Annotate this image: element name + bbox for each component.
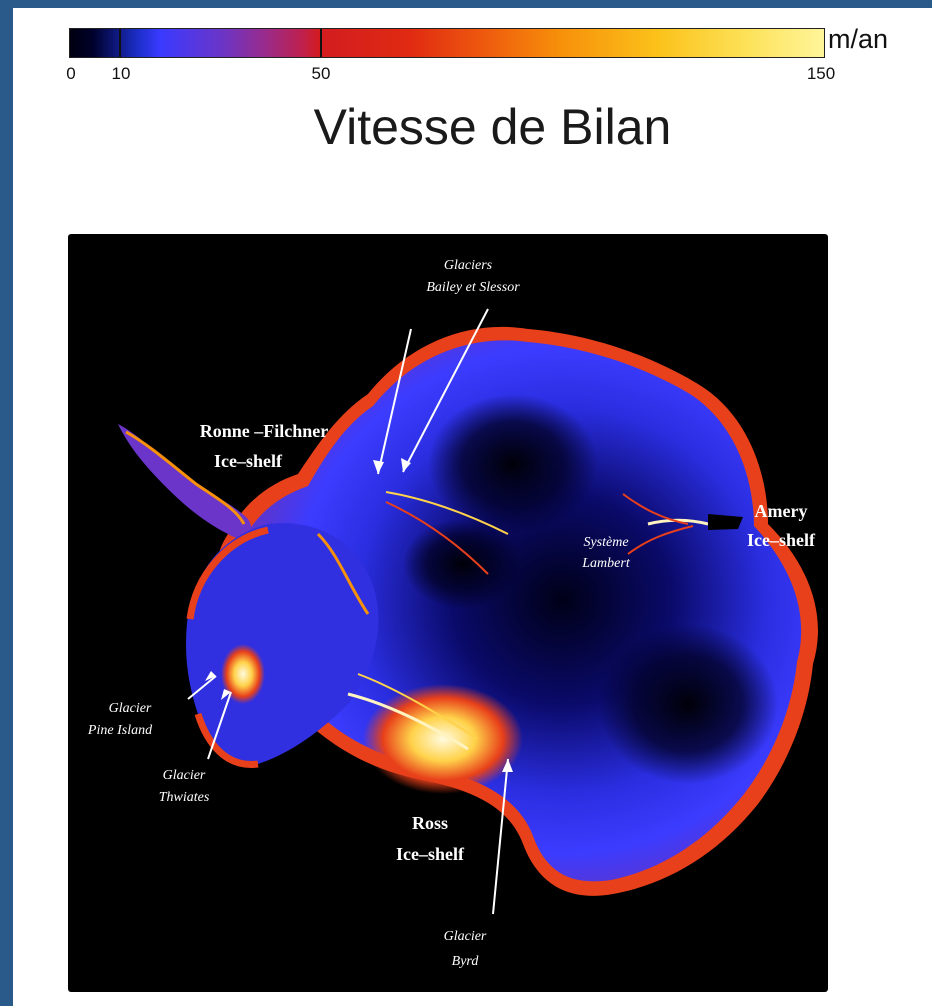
slide: 0 10 50 150 m/an Vitesse de Bilan xyxy=(13,8,932,1006)
antarctica-map-graphic: Glaciers Bailey et Slessor Ronne –Filchn… xyxy=(87,258,818,969)
label-byrd-1: Glacier xyxy=(444,929,487,944)
ross-glow xyxy=(363,684,523,794)
label-thwaites-2: Thwiates xyxy=(159,790,210,805)
colorbar-label-150: 150 xyxy=(806,64,836,83)
label-amery-1: Amery xyxy=(755,501,808,521)
peninsula xyxy=(118,424,252,539)
arrow-heads xyxy=(205,458,513,772)
map-title: Vitesse de Bilan xyxy=(313,99,672,155)
label-pine-1: Glacier xyxy=(109,701,152,716)
label-ross-1: Ross xyxy=(412,813,448,833)
colorbar-label-50: 50 xyxy=(311,64,331,83)
colorbar-tick-50 xyxy=(320,29,322,57)
colorbar-label-0: 0 xyxy=(66,64,76,83)
antarctica-map: Glaciers Bailey et Slessor Ronne –Filchn… xyxy=(68,234,828,992)
annotation-arrows xyxy=(187,308,509,915)
label-bailey-1: Glaciers xyxy=(444,258,493,273)
label-amery-2: Ice–shelf xyxy=(747,530,816,550)
label-pine-2: Pine Island xyxy=(87,723,153,738)
label-bailey-2: Bailey et Slessor xyxy=(426,280,520,295)
label-byrd-2: Byrd xyxy=(452,954,480,969)
colorbar-units: m/an xyxy=(828,24,889,54)
label-thwaites-1: Glacier xyxy=(163,768,206,783)
colorbar-tick-10 xyxy=(119,29,121,57)
label-lambert-1: Système xyxy=(583,535,628,550)
colorbar-label-10: 10 xyxy=(111,64,131,83)
colorbar xyxy=(69,28,825,58)
label-lambert-2: Lambert xyxy=(581,556,631,571)
label-ross-2: Ice–shelf xyxy=(396,844,465,864)
label-ronne-1: Ronne –Filchner xyxy=(200,421,329,441)
west-antarctica xyxy=(186,523,379,765)
label-ronne-2: Ice–shelf xyxy=(214,451,283,471)
